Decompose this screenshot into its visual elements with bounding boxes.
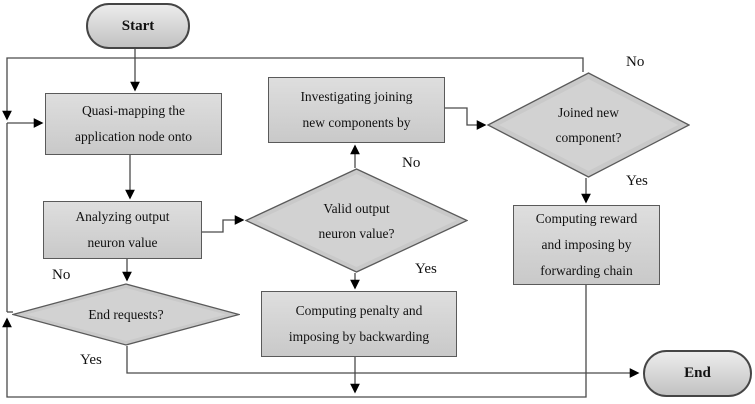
decision-end-requests: End requests? — [12, 283, 240, 346]
process-text: Investigating joining — [300, 89, 413, 104]
branch-label-valid-yes: Yes — [415, 261, 437, 277]
decision-text: Joined new — [557, 105, 620, 120]
decision-label: Valid output neuron value? — [245, 168, 468, 273]
decision-text: End requests? — [88, 307, 164, 322]
end-label: End — [684, 365, 711, 381]
diamond-shape — [245, 168, 468, 273]
edge-endrequests-yes-to-end — [126, 346, 640, 378]
process-text: Quasi-mapping the — [81, 103, 186, 118]
process-text: application node onto — [75, 129, 192, 144]
process-text: forwarding chain — [540, 263, 633, 278]
branch-label-valid-no: No — [402, 155, 421, 171]
start-label: Start — [121, 17, 155, 34]
decision-joined-new: Joined new component? — [487, 72, 690, 178]
process-investigating-joining: Investigating joining new components by — [268, 77, 445, 143]
decision-text: component? — [555, 130, 622, 145]
branch-label-endrequests-yes: Yes — [80, 352, 102, 368]
process-text: imposing by backwarding — [288, 329, 430, 344]
edge-analyzing-to-valid — [202, 215, 245, 233]
process-text: neuron value — [87, 235, 158, 250]
process-text: Computing penalty and — [295, 303, 423, 318]
decision-valid-output: Valid output neuron value? — [245, 168, 468, 273]
process-text: Computing reward — [535, 211, 638, 226]
edge-reward-return-loop — [2, 285, 587, 398]
process-computing-reward: Computing reward and imposing by forward… — [513, 205, 660, 285]
process-text: new components by — [302, 115, 411, 130]
branch-label-joined-no: No — [626, 54, 645, 70]
diamond-shape — [12, 283, 240, 346]
process-text: Analyzing output — [75, 209, 170, 224]
process-computing-penalty: Computing penalty and imposing by backwa… — [261, 291, 457, 357]
branch-label-joined-yes: Yes — [626, 173, 648, 189]
decision-label: End requests? — [12, 283, 240, 346]
diamond-shape — [487, 72, 690, 178]
decision-label: Joined new component? — [487, 72, 690, 178]
end-node: End — [643, 350, 752, 397]
start-node: Start — [86, 3, 190, 49]
process-analyzing-output: Analyzing output neuron value — [43, 201, 202, 259]
edge-investigating-to-joined — [445, 107, 487, 130]
decision-text: Valid output — [323, 200, 390, 216]
process-quasi-mapping: Quasi-mapping the application node onto — [45, 93, 222, 155]
branch-label-endrequests-no: No — [52, 267, 71, 283]
edge-joined-no-return — [2, 57, 584, 121]
process-text: and imposing by — [541, 237, 632, 252]
decision-text: neuron value? — [318, 225, 395, 241]
